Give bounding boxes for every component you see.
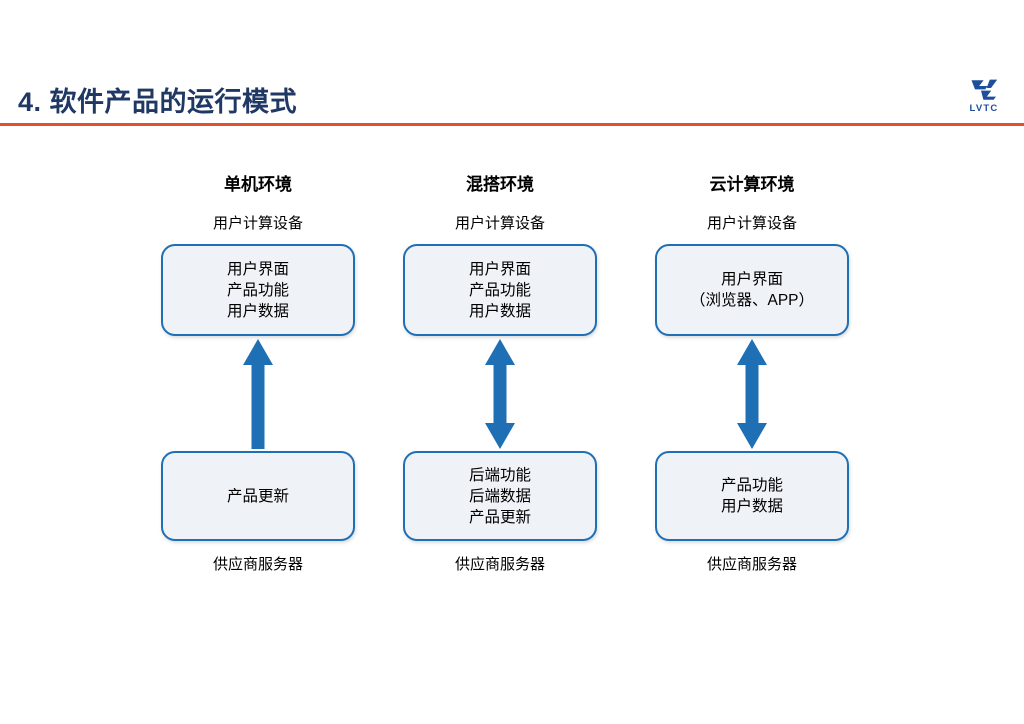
node-line: 产品功能 <box>226 281 289 299</box>
column-bottom-label: 供应商服务器 <box>212 556 303 573</box>
node-line: 产品更新 <box>226 487 289 505</box>
column-bottom-label: 供应商服务器 <box>454 556 545 573</box>
node-line: 用户界面 <box>468 260 531 278</box>
column-top-label: 用户计算设备 <box>212 215 303 232</box>
node-line: 用户数据 <box>720 498 783 515</box>
diagram-column-hybrid: 混搭环境 用户计算设备 用户界面 产品功能 用户数据 后端功能 后端数据 产品更… <box>370 130 630 600</box>
connector-arrow-up <box>128 336 388 451</box>
lvtc-mark-icon <box>971 79 998 100</box>
connector-arrow-bidirectional <box>370 336 630 451</box>
lvtc-wordmark: LVTC <box>969 103 999 114</box>
node-line: 产品更新 <box>468 508 531 526</box>
node-line: 用户界面 <box>226 260 289 278</box>
column-bottom-label: 供应商服务器 <box>706 556 797 573</box>
runtime-mode-diagram: 单机环境 用户计算设备 用户界面 产品功能 用户数据 产品更新 供应商服务器 混… <box>0 130 1024 724</box>
column-title: 单机环境 <box>224 175 292 194</box>
node-box-client: 用户界面 产品功能 用户数据 <box>403 244 597 336</box>
slide-header: 4. 软件产品的运行模式 LVTC <box>0 0 1024 130</box>
column-top-label: 用户计算设备 <box>454 215 545 232</box>
column-title: 云计算环境 <box>709 175 795 194</box>
node-line: 用户数据 <box>226 302 289 320</box>
diagram-column-cloud: 云计算环境 用户计算设备 用户界面 （浏览器、APP） 产品功能 用户数据 供应… <box>622 130 882 600</box>
connector-arrow-bidirectional <box>622 336 882 451</box>
node-line: 用户数据 <box>468 302 531 320</box>
diagram-column-standalone: 单机环境 用户计算设备 用户界面 产品功能 用户数据 产品更新 供应商服务器 <box>128 130 388 600</box>
node-line: 后端数据 <box>468 487 531 505</box>
node-line: （浏览器、APP） <box>689 292 814 309</box>
node-line: 产品功能 <box>720 477 783 494</box>
arrow-up-icon <box>243 338 273 449</box>
column-title: 混搭环境 <box>466 175 534 194</box>
page-title: 4. 软件产品的运行模式 <box>18 87 298 117</box>
arrow-double-icon <box>485 338 515 449</box>
arrow-double-icon <box>737 338 767 449</box>
node-box-client: 用户界面 产品功能 用户数据 <box>161 244 355 336</box>
lvtc-logo: LVTC <box>958 78 1010 118</box>
node-line: 后端功能 <box>468 466 531 484</box>
header-divider-rule <box>0 123 1024 126</box>
node-box-server: 后端功能 后端数据 产品更新 <box>403 451 597 541</box>
node-box-server: 产品功能 用户数据 <box>655 451 849 541</box>
node-box-client: 用户界面 （浏览器、APP） <box>655 244 849 336</box>
node-line: 产品功能 <box>468 281 531 299</box>
column-top-label: 用户计算设备 <box>706 215 797 232</box>
node-box-server: 产品更新 <box>161 451 355 541</box>
node-line: 用户界面 <box>720 271 783 288</box>
